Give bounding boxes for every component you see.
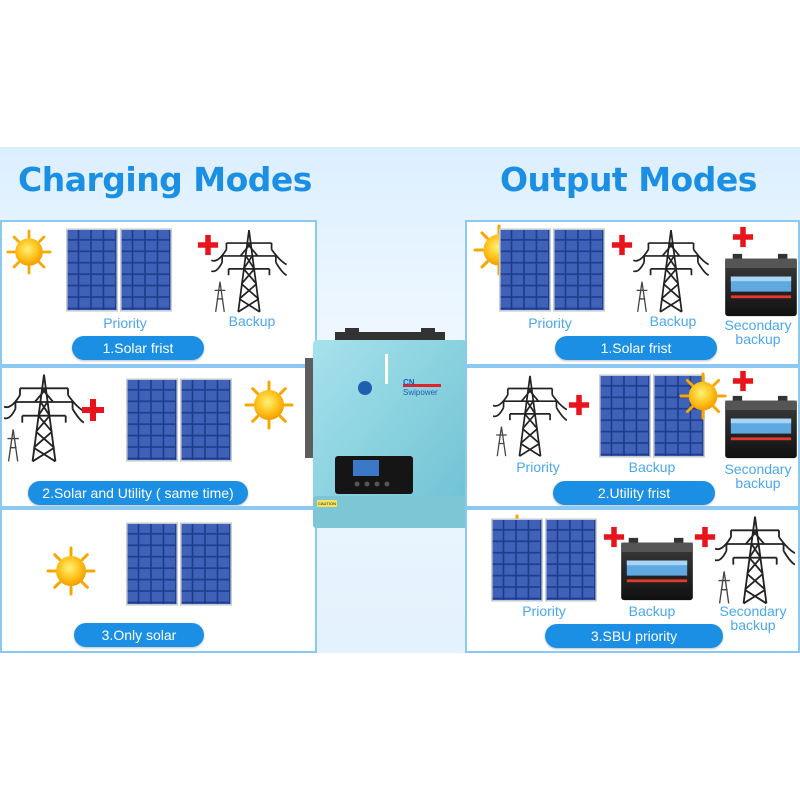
backup-caption: Backup bbox=[628, 459, 676, 475]
output-mode-2-label: 2.Utility frist bbox=[553, 481, 715, 505]
inverter-image bbox=[305, 328, 467, 528]
solar-panel-icon bbox=[545, 518, 597, 602]
transmission-tower-icon bbox=[715, 514, 795, 606]
backup-caption: Backup bbox=[649, 313, 697, 329]
output-mode-1-panel: Priority Backup Secondary backup 1.Solar… bbox=[465, 220, 800, 366]
solar-panel-icon bbox=[180, 522, 232, 606]
solar-panel-icon bbox=[120, 228, 172, 312]
output-mode-3-label: 3.SBU priority bbox=[545, 624, 723, 648]
solar-panel-icon bbox=[126, 378, 178, 462]
transmission-tower-icon bbox=[4, 372, 84, 464]
sun-icon bbox=[6, 229, 52, 275]
output-mode-1-label: 1.Solar frist bbox=[555, 336, 717, 360]
solar-panel-icon bbox=[126, 522, 178, 606]
battery-icon bbox=[723, 394, 799, 460]
charging-mode-1-panel: Priority Backup 1.Solar frist bbox=[0, 220, 317, 366]
inverter-unit: CN Swipower CAUTION bbox=[305, 328, 475, 530]
battery-icon bbox=[619, 536, 695, 602]
charging-mode-2-panel: 2.Solar and Utility ( same time) bbox=[0, 366, 317, 508]
brand-line-2: Swipower bbox=[403, 388, 438, 397]
transmission-tower-icon bbox=[631, 228, 711, 314]
battery-icon bbox=[723, 252, 799, 318]
secondary-backup-caption: Secondary backup bbox=[724, 461, 792, 491]
charging-modes-title: Charging Modes bbox=[18, 160, 312, 199]
charging-mode-3-label: 3.Only solar bbox=[74, 623, 204, 647]
backup-caption: Backup bbox=[628, 603, 676, 619]
plus-icon bbox=[732, 370, 754, 392]
charging-mode-3-panel: 3.Only solar bbox=[0, 508, 317, 653]
secondary-backup-caption: Secondary backup bbox=[719, 603, 787, 633]
secondary-backup-caption: Secondary backup bbox=[724, 317, 792, 347]
solar-panel-icon bbox=[180, 378, 232, 462]
plus-icon bbox=[81, 398, 105, 422]
priority-caption: Priority bbox=[528, 315, 572, 331]
warning-label: CAUTION bbox=[317, 500, 337, 507]
brand-line-1: CN bbox=[403, 378, 415, 387]
solar-panel-icon bbox=[599, 374, 651, 458]
solar-panel-icon bbox=[553, 228, 605, 312]
sun-icon bbox=[46, 546, 96, 596]
sun-icon bbox=[679, 372, 727, 420]
transmission-tower-icon bbox=[493, 372, 567, 460]
sun-icon bbox=[244, 380, 294, 430]
priority-caption: Priority bbox=[103, 315, 147, 331]
charging-mode-2-label: 2.Solar and Utility ( same time) bbox=[28, 481, 248, 505]
plus-icon bbox=[732, 226, 754, 248]
output-modes-title: Output Modes bbox=[500, 160, 757, 199]
priority-caption: Priority bbox=[516, 459, 560, 475]
output-mode-3-panel: Priority Backup Secondary backup 3.SBU p… bbox=[465, 508, 800, 653]
plus-icon bbox=[694, 526, 716, 548]
plus-icon bbox=[611, 234, 633, 256]
transmission-tower-icon bbox=[209, 228, 289, 314]
output-mode-2-panel: Priority Backup Secondary backup 2.Utili… bbox=[465, 366, 800, 508]
plus-icon bbox=[568, 394, 590, 416]
solar-panel-icon bbox=[491, 518, 543, 602]
solar-panel-icon bbox=[66, 228, 118, 312]
charging-mode-1-label: 1.Solar frist bbox=[72, 336, 204, 360]
solar-panel-icon bbox=[499, 228, 551, 312]
backup-caption: Backup bbox=[228, 313, 276, 329]
priority-caption: Priority bbox=[522, 603, 566, 619]
